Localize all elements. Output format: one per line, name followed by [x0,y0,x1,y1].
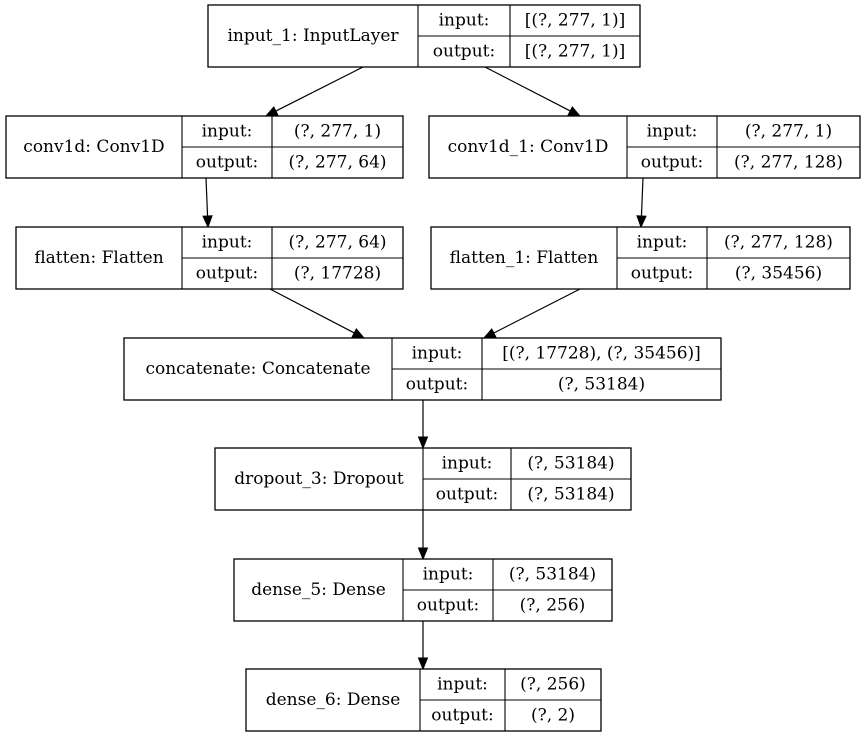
layer-name: conv1d: Conv1D [23,137,164,157]
layer-name: dense_5: Dense [251,580,386,600]
output-shape: (?, 53184) [527,485,614,505]
layer-name: dropout_3: Dropout [234,469,404,489]
output-shape: [(?, 277, 1)] [525,42,626,62]
arrowhead-icon [636,215,647,229]
layer-node-dense_6: dense_6: Dense input: output: (?, 256) (?, 2… [245,668,602,732]
input-shape: (?, 53184) [509,565,596,585]
output-label: output: [641,153,703,173]
edge-dropout_3-to-dense_5 [417,510,429,561]
output-shape: (?, 277, 128) [734,153,843,173]
layer-node-dropout_3: dropout_3: Dropout input: output: (?, 53184… [214,447,632,511]
edge-flatten-to-concatenate [269,288,366,339]
output-shape: (?, 256) [520,596,586,616]
input-label: input: [647,122,698,142]
output-shape: (?, 53184) [558,375,645,395]
arrowhead-icon [567,106,582,117]
edge-line [484,66,571,112]
output-label: output: [431,706,493,726]
input-shape: [(?, 17728), (?, 35456)] [502,344,701,364]
output-shape: (?, 35456) [735,264,822,284]
output-label: output: [417,596,479,616]
layer-node-flatten: flatten: Flatten input: output: (?, 277, 64… [15,226,404,290]
output-shape: (?, 17728) [294,264,381,284]
arrowhead-icon [482,328,497,339]
edge-line [275,66,364,112]
arrowhead-icon [417,436,429,450]
edge-input_1-to-conv1d [264,66,364,117]
arrowhead-icon [264,106,279,117]
edge-input_1-to-conv1d_1 [484,66,582,117]
layer-node-conv1d_1: conv1d_1: Conv1D input: output: (?, 277, 1)… [428,115,861,179]
input-shape: (?, 53184) [527,454,614,474]
output-label: output: [196,264,258,284]
output-shape: (?, 277, 64) [288,153,386,173]
layer-node-conv1d: conv1d: Conv1D input: output: (?, 277, 1) (?… [5,115,404,179]
input-label: input: [423,565,474,585]
edge-dense_5-to-dense_6 [417,621,429,671]
input-label: input: [412,344,463,364]
input-shape: [(?, 277, 1)] [525,11,626,31]
input-label: input: [439,11,490,31]
input-label: input: [202,233,253,253]
input-shape: (?, 277, 64) [288,233,386,253]
arrowhead-icon [202,215,213,229]
input-label: input: [437,675,488,695]
edge-flatten_1-to-concatenate [482,288,581,339]
layer-name: dense_6: Dense [266,690,401,710]
input-label: input: [637,233,688,253]
input-label: input: [202,122,253,142]
edge-line [205,177,209,217]
layer-name: flatten_1: Flatten [450,248,599,268]
arrowhead-icon [351,328,366,339]
edge-line [640,177,644,217]
input-shape: (?, 277, 1) [294,122,381,142]
layer-node-input_1: input_1: InputLayer input: output: [(?, 277… [207,4,641,68]
output-label: output: [631,264,693,284]
output-label: output: [436,485,498,505]
input-shape: (?, 277, 1) [745,122,832,142]
edge-line [493,288,581,334]
output-label: output: [433,42,495,62]
input-label: input: [442,454,493,474]
output-shape: (?, 2) [531,706,575,726]
arrowhead-icon [417,547,429,561]
output-label: output: [196,153,258,173]
input-shape: (?, 256) [520,675,586,695]
edges-layer [202,66,647,671]
layer-node-concatenate: concatenate: Concatenate input: output: [(?… [123,337,722,401]
layer-name: input_1: InputLayer [227,26,399,46]
input-shape: (?, 277, 128) [724,233,833,253]
output-label: output: [406,375,468,395]
nodes-layer: input_1: InputLayer input: output: [(?, 277… [5,4,861,732]
arrowhead-icon [417,657,429,671]
edge-line [269,288,355,334]
edge-conv1d-to-flatten [202,177,213,229]
layer-name: concatenate: Concatenate [145,359,370,379]
edge-conv1d_1-to-flatten_1 [636,177,647,229]
layer-name: flatten: Flatten [34,248,163,268]
layer-node-dense_5: dense_5: Dense input: output: (?, 53184) (?,… [233,558,613,622]
layer-node-flatten_1: flatten_1: Flatten input: output: (?, 277, … [430,226,851,290]
edge-concatenate-to-dropout_3 [417,400,429,450]
layer-name: conv1d_1: Conv1D [448,137,609,157]
